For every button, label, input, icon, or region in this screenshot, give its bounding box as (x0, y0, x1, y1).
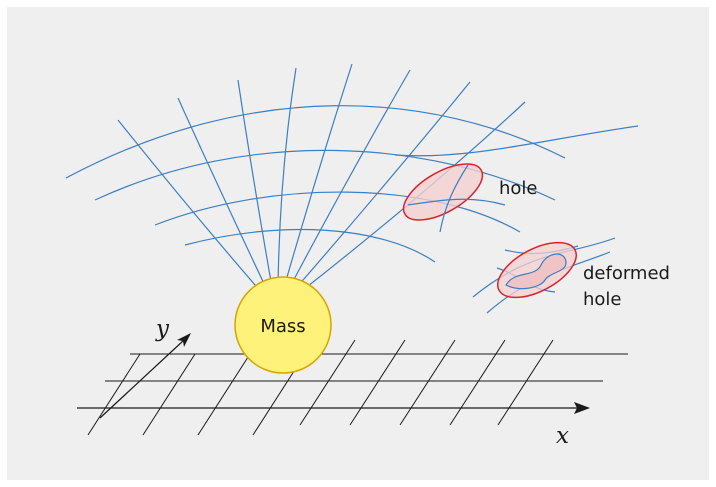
flat-grid-diag-9 (498, 340, 553, 425)
radial-line (118, 120, 262, 293)
y-axis-line (100, 340, 184, 418)
arc-line (66, 106, 565, 178)
flat-grid-diag-7 (400, 340, 455, 425)
radial-line (285, 64, 352, 284)
hole-label: hole (499, 178, 538, 199)
x-axis-label: x (556, 423, 569, 449)
deformed-hole-label-line1: deformed (583, 263, 670, 284)
radial-line (278, 68, 296, 285)
deformed-hole-label-line2: hole (583, 289, 622, 310)
flat-grid-diag-8 (450, 340, 505, 425)
deformed-hole: deformed hole (473, 231, 670, 313)
flat-grid-diag-2 (143, 354, 195, 435)
arc-line (185, 230, 435, 262)
flat-grid-diag-3 (198, 354, 250, 435)
axes: x y (77, 316, 590, 449)
arc-line (395, 126, 638, 156)
mass-label: Mass (260, 316, 305, 337)
flat-grid-diag-1 (88, 354, 140, 435)
curved-grid-arcs (66, 106, 638, 262)
flat-grid-diag-6 (350, 340, 405, 425)
hole: hole (395, 153, 538, 232)
mass: Mass (235, 277, 331, 373)
y-axis-label: y (155, 316, 170, 342)
